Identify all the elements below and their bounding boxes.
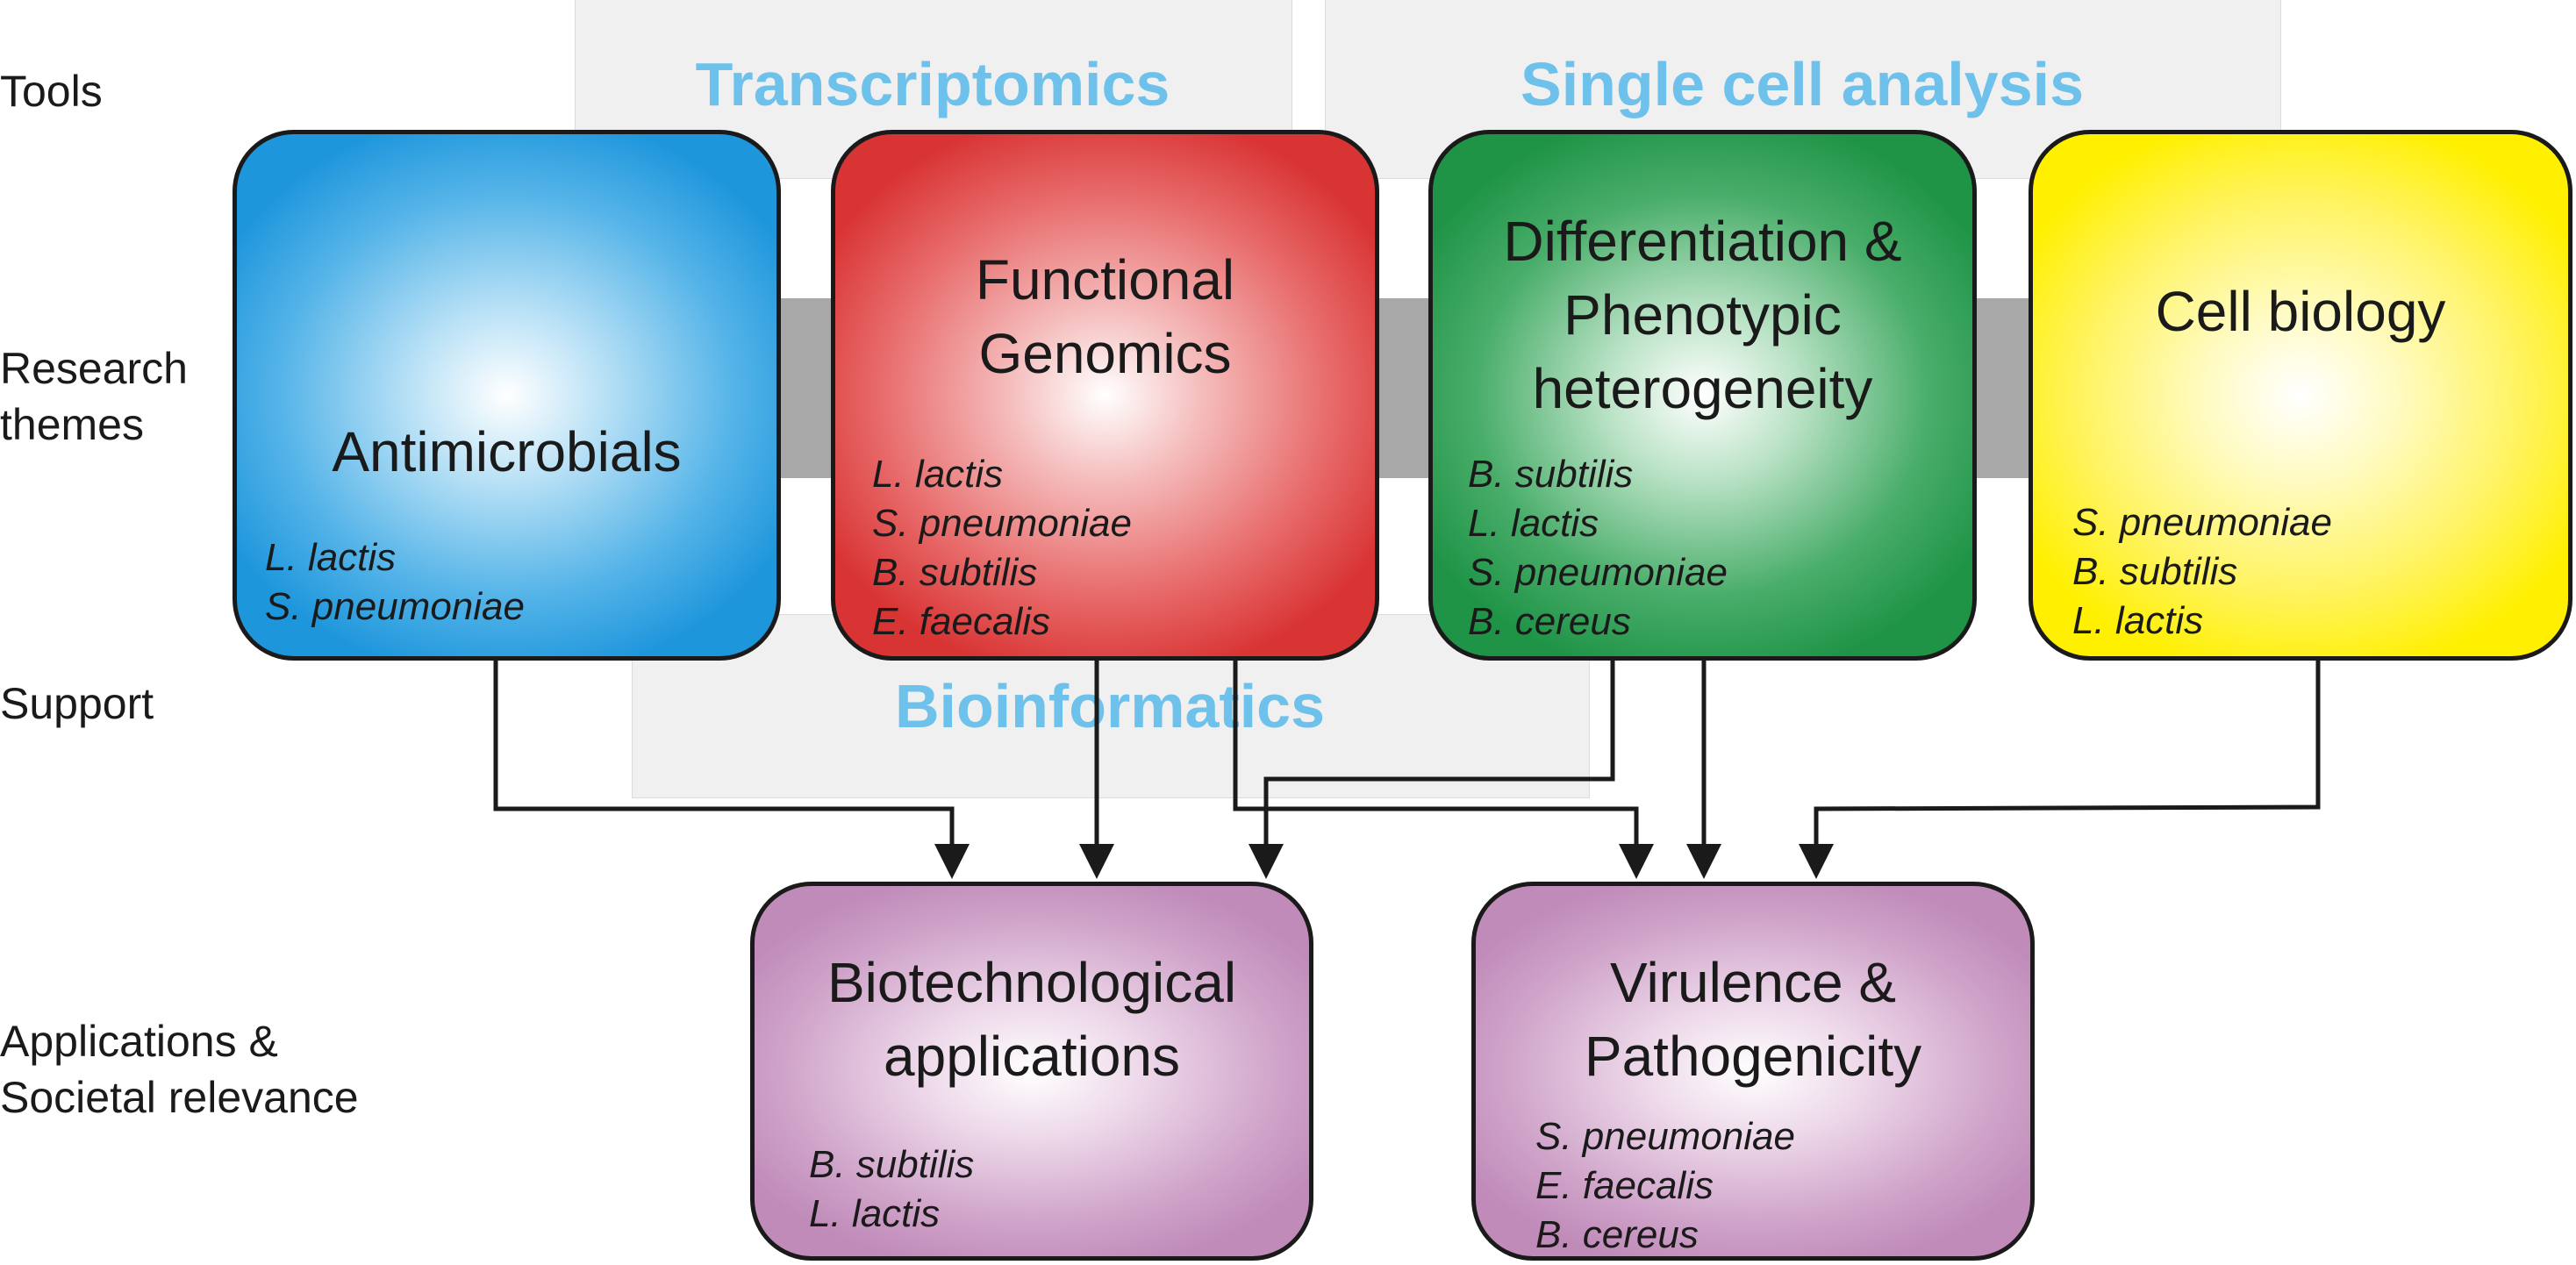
row-label-research-line2: themes [0, 400, 144, 449]
row-label-applications: Applications & Societal relevance [0, 1013, 359, 1126]
title-line: heterogeneity [1532, 357, 1873, 420]
bioinformatics-label: Bioinformatics [894, 672, 1326, 740]
organism: S. pneumoniae [1468, 551, 1728, 594]
transcriptomics-label: Transcriptomics [695, 50, 1170, 118]
title-line: Functional [975, 248, 1235, 311]
arrow-antimicrobials-to-biotech [493, 660, 970, 879]
row-label-applications-line2: Societal relevance [0, 1073, 359, 1122]
organism: E. faecalis [872, 600, 1050, 643]
theme-cell-biology-organisms: S. pneumoniae B. subtilis L. lactis [2072, 498, 2332, 646]
title-line: Phenotypic [1563, 283, 1842, 347]
organism: L. lactis [809, 1192, 941, 1235]
row-label-research-themes: Research themes [0, 340, 188, 453]
application-biotech-title: Biotechnological applications [755, 946, 1309, 1093]
organism: S. pneumoniae [872, 502, 1132, 545]
theme-functional-genomics-organisms: L. lactis S. pneumoniae B. subtilis E. f… [872, 450, 1132, 647]
row-label-support: Support [0, 679, 154, 728]
theme-antimicrobials-organisms: L. lactis S. pneumoniae [265, 533, 525, 632]
organism: B. cereus [1535, 1213, 1699, 1256]
title-line: Virulence & [1609, 951, 1897, 1014]
row-label-tools: Tools [0, 67, 103, 116]
single-cell-label: Single cell analysis [1521, 50, 2084, 118]
theme-cell-biology-title: Cell biology [2033, 275, 2568, 348]
organism: B. subtilis [1468, 453, 1634, 496]
theme-antimicrobials: Antimicrobials L. lactis S. pneumoniae [233, 130, 781, 661]
arrow-genomics-to-virulence [1233, 660, 1654, 879]
organism: S. pneumoniae [1535, 1115, 1795, 1158]
theme-functional-genomics: Functional Genomics L. lactis S. pneumon… [831, 130, 1379, 661]
title-line: Biotechnological [826, 951, 1237, 1014]
theme-differentiation: Differentiation & Phenotypic heterogenei… [1428, 130, 1977, 661]
title-line: Differentiation & [1503, 210, 1902, 273]
theme-differentiation-title: Differentiation & Phenotypic heterogenei… [1433, 204, 1972, 425]
title-line: Pathogenicity [1584, 1025, 1922, 1088]
organism: B. subtilis [809, 1143, 975, 1186]
title-line: applications [884, 1025, 1180, 1088]
arrow-cellbio-to-virulence [1799, 660, 2321, 879]
organism: L. lactis [872, 453, 1004, 496]
application-biotech-organisms: B. subtilis L. lactis [809, 1140, 974, 1239]
title-line: Genomics [978, 322, 1232, 385]
application-virulence: Virulence & Pathogenicity S. pneumoniae … [1471, 882, 2035, 1261]
title-line: Cell biology [2155, 280, 2446, 343]
organism: L. lactis [265, 536, 397, 579]
row-label-research-line1: Research [0, 344, 188, 393]
theme-functional-genomics-title: Functional Genomics [835, 243, 1375, 390]
theme-cell-biology: Cell biology S. pneumoniae B. subtilis L… [2029, 130, 2572, 661]
organism: S. pneumoniae [2072, 501, 2332, 544]
theme-differentiation-organisms: B. subtilis L. lactis S. pneumoniae B. c… [1468, 450, 1728, 647]
title-line: Antimicrobials [332, 420, 682, 483]
organism: B. subtilis [2072, 550, 2238, 593]
organism: L. lactis [1468, 502, 1599, 545]
theme-antimicrobials-title: Antimicrobials [237, 415, 776, 489]
organism: B. subtilis [872, 551, 1038, 594]
arrow-differentiation-to-biotech [1249, 660, 1615, 879]
organism: L. lactis [2072, 599, 2204, 642]
application-biotech: Biotechnological applications B. subtili… [750, 882, 1313, 1261]
row-label-applications-line1: Applications & [0, 1017, 278, 1066]
application-virulence-title: Virulence & Pathogenicity [1476, 946, 2030, 1093]
organism: B. cereus [1468, 600, 1631, 643]
application-virulence-organisms: S. pneumoniae E. faecalis B. cereus [1535, 1112, 1795, 1256]
organism: E. faecalis [1535, 1164, 1714, 1207]
organism: S. pneumoniae [265, 585, 525, 628]
